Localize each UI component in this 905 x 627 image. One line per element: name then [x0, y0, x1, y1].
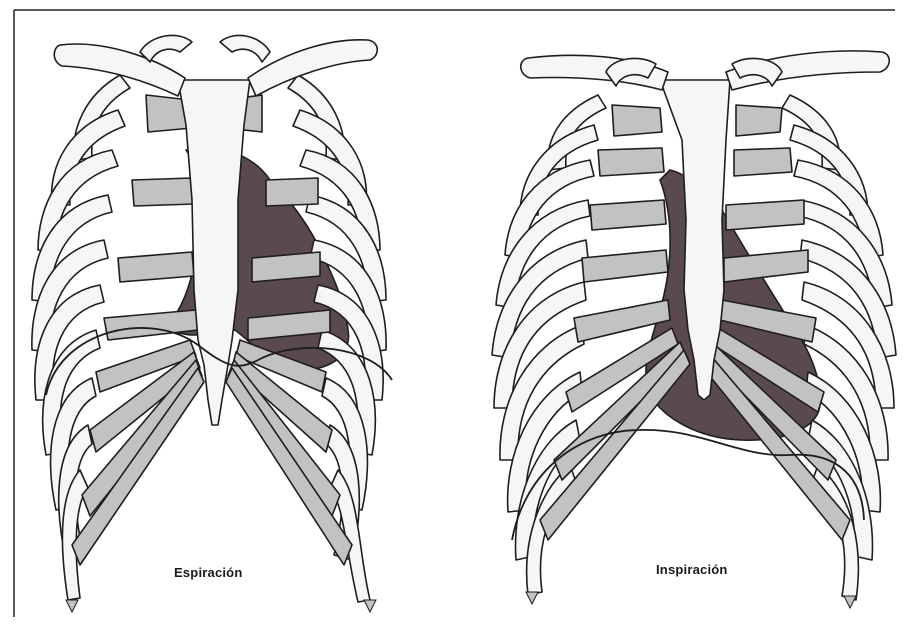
caption-inspiration: Inspiración — [656, 562, 728, 577]
rib-tip-right-a — [526, 592, 538, 604]
caption-expiration: Espiración — [174, 565, 242, 580]
first-rib-left — [140, 35, 192, 62]
rib-tip-left-b — [364, 600, 376, 612]
rib-tip-left-a — [66, 600, 78, 612]
first-rib-right — [220, 35, 270, 62]
expiration-ribcage — [32, 35, 392, 602]
inspiration-ribcage — [492, 51, 896, 600]
rib-tip-right-b — [844, 596, 856, 608]
